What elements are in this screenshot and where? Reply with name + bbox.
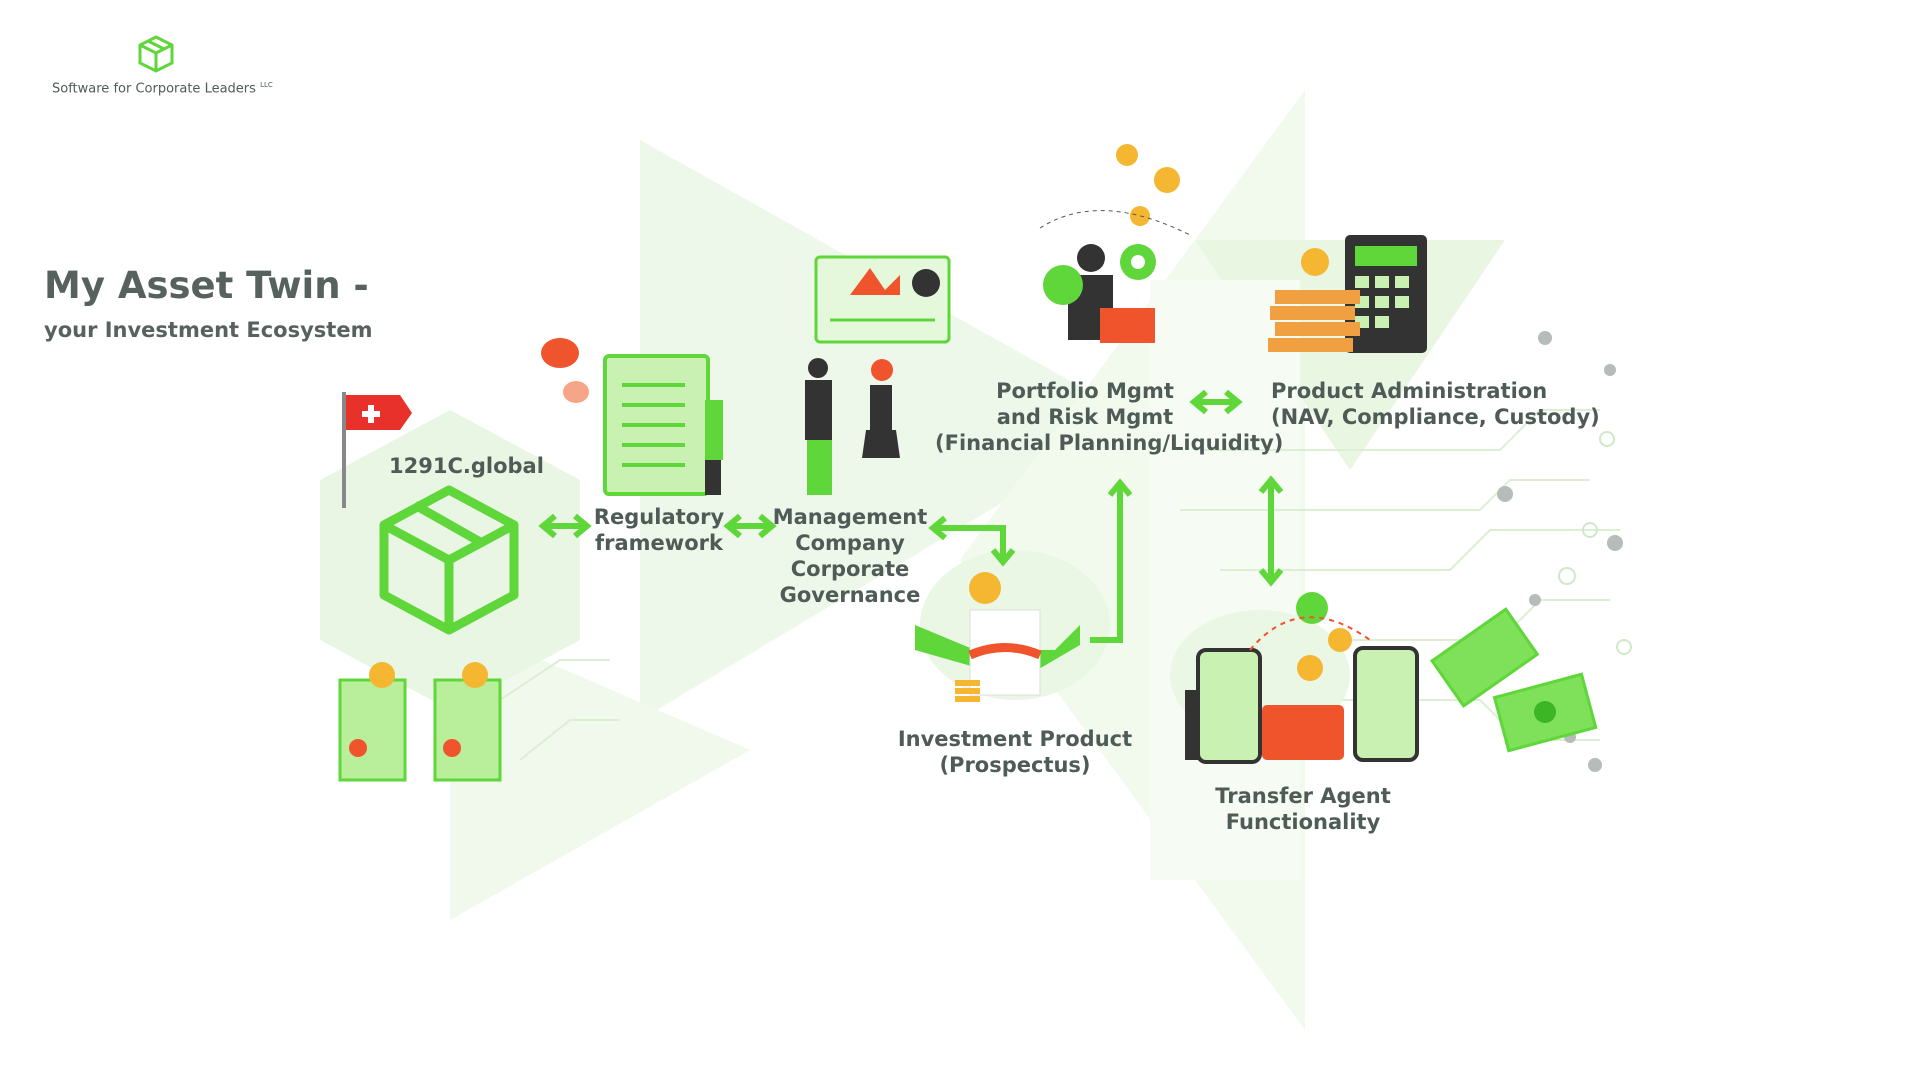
investment-line-2: (Prospectus) [939, 753, 1091, 777]
dashboard-icon [814, 255, 951, 344]
transfer-line-1: Transfer Agent [1215, 784, 1391, 808]
certificate-icon [338, 662, 502, 782]
management-line-3: Corporate [790, 557, 910, 581]
company-name-text: Software for Corporate Leaders [52, 81, 256, 97]
speech-bubble-icon [541, 338, 589, 403]
company-suffix: LLC [260, 81, 273, 89]
portfolio-line-3: (Financial Planning/Liquidity) [935, 431, 1284, 455]
swiss-flag-icon [342, 392, 412, 508]
management-line-2: Company [795, 531, 905, 555]
portfolio-line-2: and Risk Mgmt [996, 405, 1174, 429]
transfer-phones-icon [1170, 592, 1419, 764]
logo-icon [137, 34, 175, 78]
handshake-icon [915, 550, 1110, 702]
page-subtitle: your Investment Ecosystem [44, 318, 373, 342]
regulatory-line-2: framework [595, 531, 723, 555]
transfer-line-2: Functionality [1225, 810, 1381, 834]
regulatory-line-1: Regulatory [593, 505, 725, 529]
arrow-admin-transfer [1258, 475, 1284, 587]
node-investment-product: Investment Product(Prospectus) [895, 726, 1135, 778]
node-1291c-global: 1291C.global [389, 454, 544, 478]
product-admin-line-2: (NAV, Compliance, Custody) [1271, 405, 1600, 429]
box-icon [379, 485, 519, 635]
arrow-portfolio-admin [1189, 389, 1243, 415]
portfolio-manager-icon [1039, 144, 1191, 343]
people-talking-icon [805, 358, 900, 495]
cash-icon [1429, 607, 1598, 753]
arrow-management-investment [928, 515, 1016, 567]
arrow-investment-portfolio [1090, 478, 1133, 643]
arrow-regulatory-management [723, 513, 777, 539]
calculator-icon [1268, 235, 1427, 353]
clipboard-icon [603, 354, 723, 496]
investment-line-1: Investment Product [897, 727, 1133, 751]
page-title: My Asset Twin - [44, 264, 369, 307]
management-line-1: Management [772, 505, 928, 529]
connection-arrows [538, 389, 1284, 643]
management-line-4: Governance [779, 583, 921, 607]
node-product-administration: Product Administration(NAV, Compliance, … [1271, 378, 1600, 430]
arrow-global-regulatory [538, 513, 592, 539]
product-admin-line-1: Product Administration [1271, 379, 1548, 403]
company-name: Software for Corporate Leaders LLC [52, 81, 273, 96]
portfolio-line-1: Portfolio Mgmt [996, 379, 1174, 403]
